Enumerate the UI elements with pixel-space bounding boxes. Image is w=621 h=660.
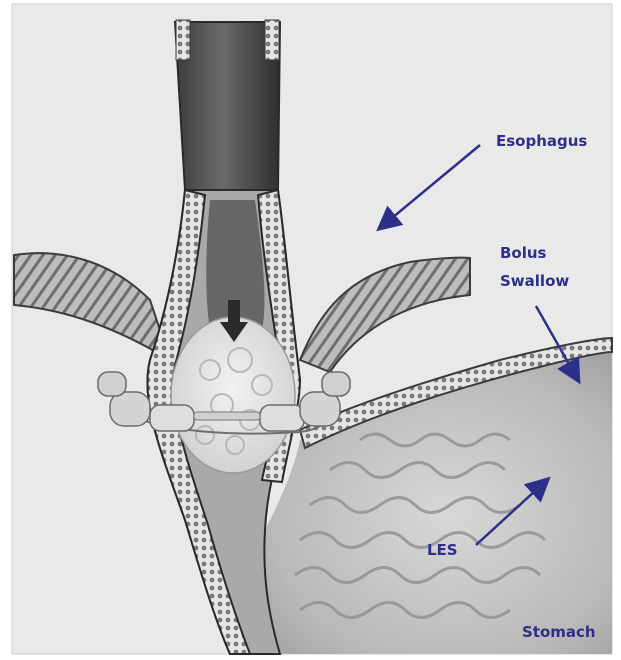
label-esophagus: Esophagus: [496, 131, 587, 151]
esophagus-tube-upper: [175, 22, 280, 190]
label-stomach: Stomach: [522, 622, 596, 642]
esophagus-wall-left-upper: [176, 20, 190, 60]
label-swallow: Swallow: [500, 271, 569, 291]
label-les: LES: [427, 540, 458, 560]
label-bolus: Bolus: [500, 243, 547, 263]
esophagus-wall-right-upper: [265, 20, 279, 60]
